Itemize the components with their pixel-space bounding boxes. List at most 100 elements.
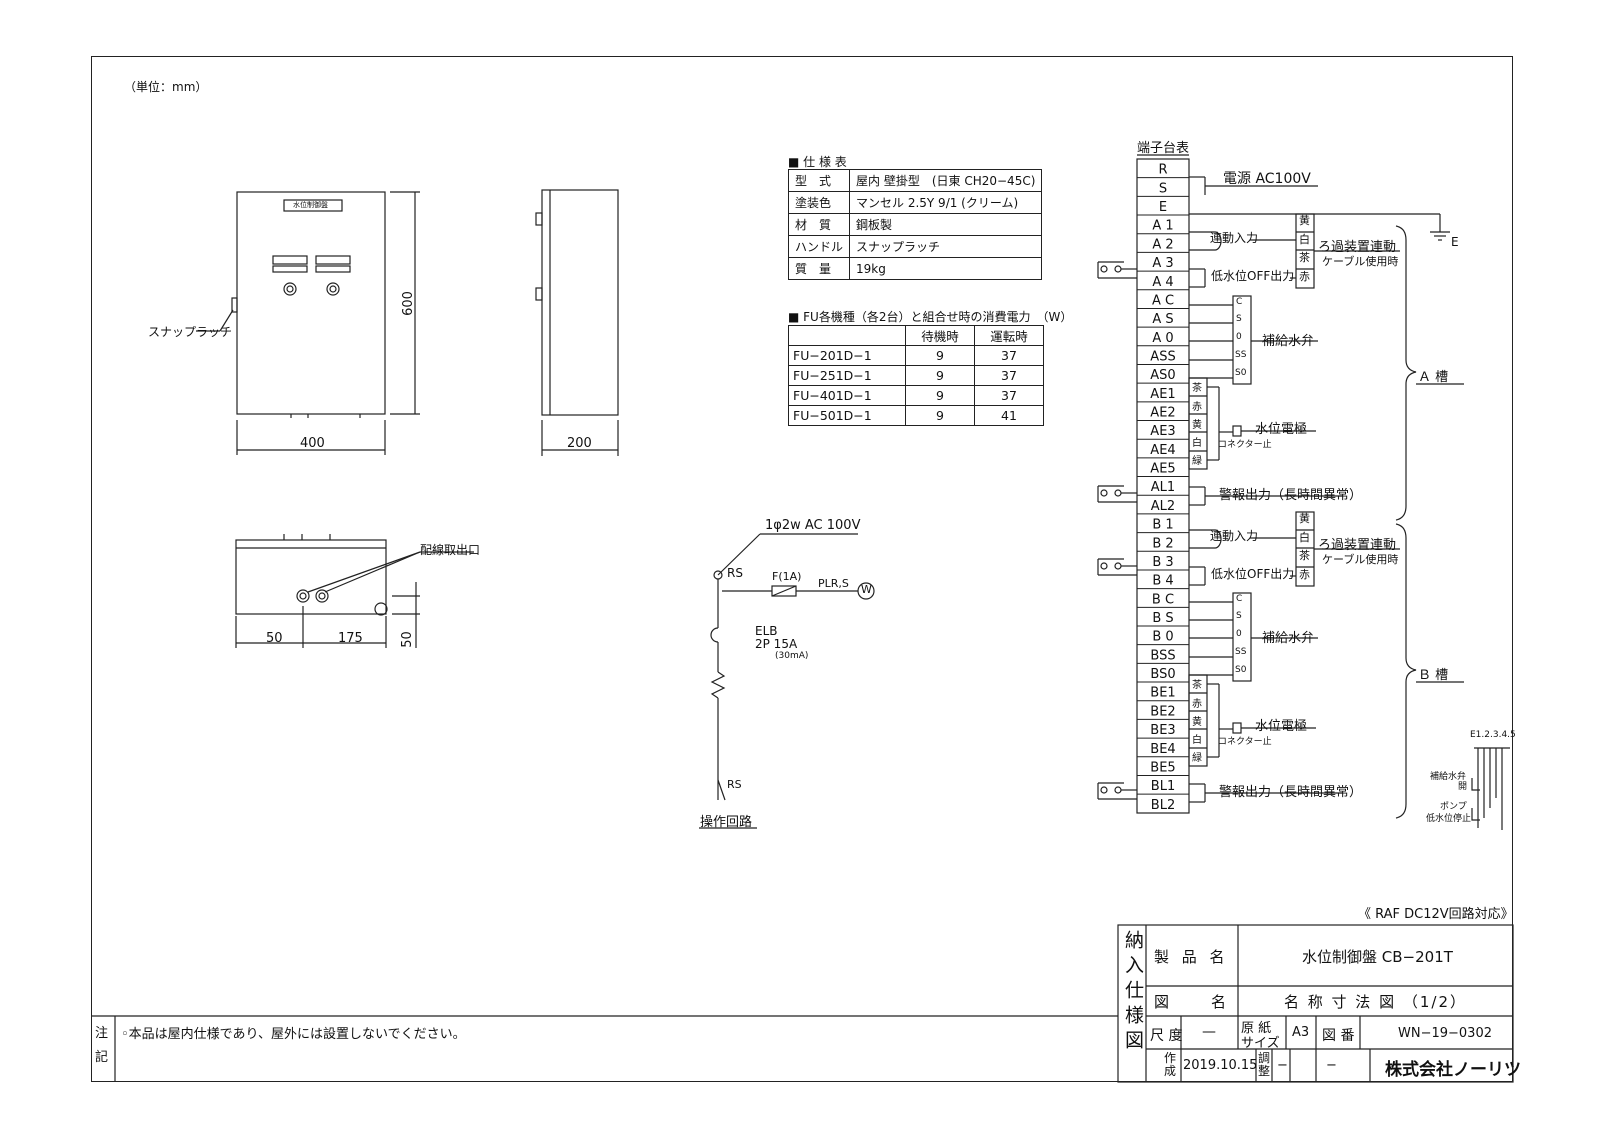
b-filter-1: ろ過装置連動 [1318, 538, 1397, 553]
a-valve-s0: S0 [1235, 368, 1247, 378]
terminal-label: BE1 [1150, 686, 1175, 701]
table-row: 型 式屋内 壁掛型 (日東 CH20−45C) [787, 169, 1043, 192]
terminal-label: A 4 [1152, 275, 1173, 290]
b-color-0: 黄 [1299, 512, 1310, 525]
drawing-no: WN−19−0302 [1398, 1026, 1492, 1041]
b-alarm: 警報出力（長時間異常） [1219, 785, 1363, 800]
table-row: 待機時 運転時 [788, 325, 1044, 346]
a-tank: Ａ 槽 [1418, 370, 1449, 385]
a-ecolor-4: 緑 [1192, 456, 1202, 467]
contact-a3 [1097, 261, 1137, 279]
a-alarm: 警報出力（長時間異常） [1219, 488, 1363, 503]
power-standby: 9 [905, 405, 975, 426]
terminal-label: A 3 [1152, 256, 1173, 271]
terminal-label: BS0 [1150, 667, 1175, 682]
b-ecolor-1: 赤 [1192, 699, 1202, 710]
circuit-lamp: PLR,S [818, 577, 849, 590]
unit-note: （単位：mm） [124, 80, 208, 94]
front-width-dim: 400 [300, 436, 325, 451]
b-ecolor-0: 茶 [1192, 680, 1202, 691]
power-standby: 9 [905, 385, 975, 406]
circuit-op-label: 操作回路 [700, 815, 753, 830]
b-connector: コネクター止 [1218, 737, 1272, 747]
a-ecolor-3: 白 [1192, 438, 1202, 449]
detail-pump: ポンプ [1440, 802, 1467, 812]
b-valve-s0: S0 [1235, 665, 1247, 675]
paper-label-1: 原 紙 [1241, 1021, 1272, 1036]
b-low-off: 低水位OFF出力 [1211, 567, 1295, 581]
a-color-3: 赤 [1299, 270, 1310, 283]
circuit-rs-bottom: RS [727, 778, 742, 791]
terminal-label: AL1 [1151, 480, 1175, 495]
product-name: 水位制御盤 CB−201T [1302, 948, 1453, 966]
circuit-lamp-symbol: W [861, 583, 872, 596]
terminal-label: E [1159, 200, 1167, 215]
side-handle [535, 287, 543, 301]
b-ecolor-4: 緑 [1192, 753, 1202, 764]
spec-key: 型 式 [787, 169, 851, 192]
raf-note: 《 RAF DC12V回路対応》 [1358, 907, 1514, 922]
power-model: FU−501D−1 [788, 405, 906, 426]
a-ecolor-0: 茶 [1192, 383, 1202, 394]
paper-label-2: サイズ [1241, 1036, 1280, 1051]
terminal-label: A 1 [1152, 219, 1173, 234]
notes-label: 注記 [95, 1026, 109, 1065]
power-run: 37 [974, 385, 1044, 406]
company-logo: 株式会社ノーリツ [1385, 1060, 1521, 1080]
b-valve: 補給水弁 [1262, 631, 1315, 646]
a-color-0: 黄 [1299, 214, 1310, 227]
power-header [788, 325, 906, 346]
side-depth-dim: 200 [567, 436, 592, 451]
spec-value: 屋内 壁掛型 (日東 CH20−45C) [849, 169, 1043, 192]
a-valve: 補給水弁 [1262, 334, 1315, 349]
a-color-2: 茶 [1299, 251, 1310, 264]
b-color-2: 茶 [1299, 549, 1310, 562]
terminal-label: AE4 [1150, 443, 1175, 458]
contact-bl1 [1097, 782, 1137, 800]
a-color-1: 白 [1299, 233, 1310, 246]
made-label: 作成 [1164, 1051, 1177, 1078]
b-electrode: 水位電極 [1255, 719, 1308, 734]
drawing-no-label: 図 番 [1322, 1028, 1355, 1044]
drawing-frame [91, 56, 1513, 1082]
power-standby: 9 [905, 345, 975, 366]
circuit-supply: 1φ2w AC 100V [765, 518, 861, 533]
terminal-block-outline [1136, 158, 1190, 814]
spec-value: スナップラッチ [849, 235, 1043, 258]
detail-electrodes: E1.2.3.4.5 [1470, 730, 1516, 740]
dim-50-b: 50 [399, 631, 415, 648]
product-name-label: 製 品 名 [1154, 948, 1229, 966]
power-run: 37 [974, 345, 1044, 366]
terminal-label: BE5 [1150, 760, 1175, 775]
terminal-label: BE3 [1150, 723, 1175, 738]
side-hinge-top [535, 212, 543, 226]
b-valve-0: 0 [1236, 629, 1242, 639]
b-ecolor-3: 白 [1192, 735, 1202, 746]
dim-50-a: 50 [266, 631, 283, 646]
delivery-label: 納入仕様図 [1122, 930, 1144, 1055]
circuit-elb-rating: 2P 15A [755, 637, 798, 651]
terminal-label: S [1159, 181, 1167, 196]
b-valve-c: C [1236, 594, 1243, 604]
terminal-label: A S [1152, 312, 1173, 327]
power-run: 41 [974, 405, 1044, 426]
front-name-plate-text: 水位制御盤 [293, 201, 328, 209]
terminal-label: B 0 [1152, 630, 1173, 645]
terminal-label: BL2 [1151, 798, 1175, 813]
spec-key: 質 量 [787, 257, 851, 280]
scale-label: 尺 度 [1150, 1028, 1183, 1044]
terminal-label: BSS [1150, 648, 1175, 663]
a-valve-s: S [1236, 314, 1242, 324]
terminal-label: B 3 [1152, 555, 1173, 570]
front-switch-right [315, 255, 351, 296]
circuit-elb: ELB [755, 624, 778, 638]
terminal-label: AE5 [1150, 462, 1175, 477]
a-ecolor-1: 赤 [1192, 402, 1202, 413]
notes-text: ◦本品は屋内仕様であり、屋外には設置しないでください。 [121, 1027, 466, 1042]
power-run: 37 [974, 365, 1044, 386]
circuit-rs-top: RS [727, 566, 743, 580]
